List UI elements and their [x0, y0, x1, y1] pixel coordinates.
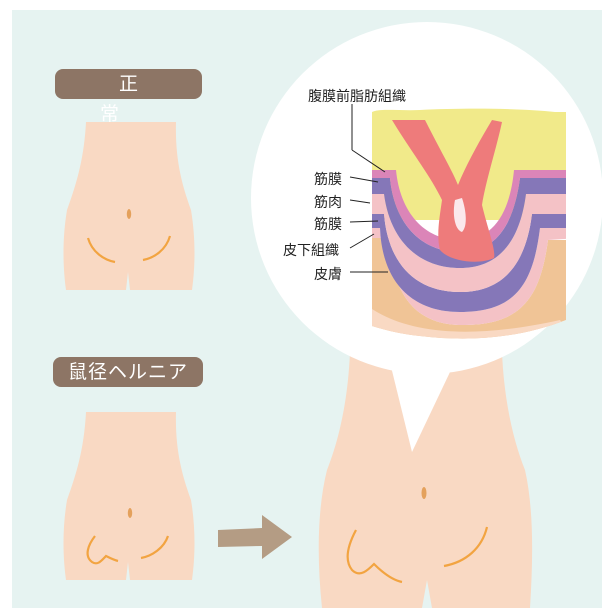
label-preperitoneal-fat: 腹膜前脂肪組織 [308, 86, 406, 106]
label-subcutaneous: 皮下組織 [283, 240, 339, 260]
arrow-icon [218, 515, 292, 559]
inguinal-hernia-badge: 鼠径ヘルニア [53, 357, 203, 387]
hernia-torso [64, 412, 195, 580]
normal-torso [64, 122, 195, 290]
label-fascia-lower: 筋膜 [314, 214, 342, 234]
label-fascia-upper: 筋膜 [314, 169, 342, 189]
normal-badge: 正常 [55, 69, 202, 99]
label-skin: 皮膚 [314, 264, 342, 284]
navel-icon [422, 487, 427, 499]
navel-icon [127, 209, 131, 219]
label-muscle: 筋肉 [314, 192, 342, 212]
tissue-cross-section [360, 100, 580, 350]
navel-icon [128, 508, 132, 518]
